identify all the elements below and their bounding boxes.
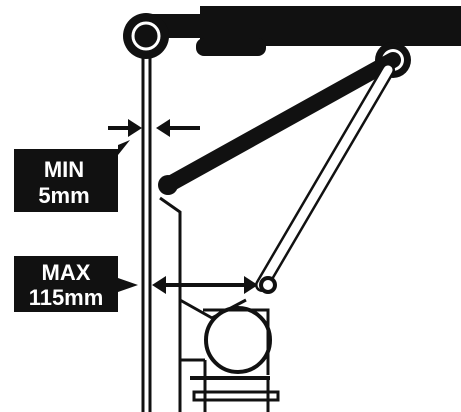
- max-label-line1: MAX: [42, 260, 91, 285]
- lower-housing: [159, 196, 280, 412]
- min-label: MIN 5mm: [14, 140, 130, 212]
- min-label-line1: MIN: [44, 157, 84, 182]
- max-label-line2: 115mm: [29, 285, 104, 310]
- min-label-line2: 5mm: [38, 183, 89, 208]
- max-arrow: [152, 276, 258, 294]
- top-left-pivot: [123, 13, 169, 59]
- upper-arm: [158, 52, 401, 195]
- min-arrows: [108, 119, 200, 137]
- wall-panel: [141, 52, 152, 412]
- top-frame: [140, 6, 461, 56]
- lower-strut: [255, 63, 395, 294]
- max-label: MAX 115mm: [14, 256, 138, 312]
